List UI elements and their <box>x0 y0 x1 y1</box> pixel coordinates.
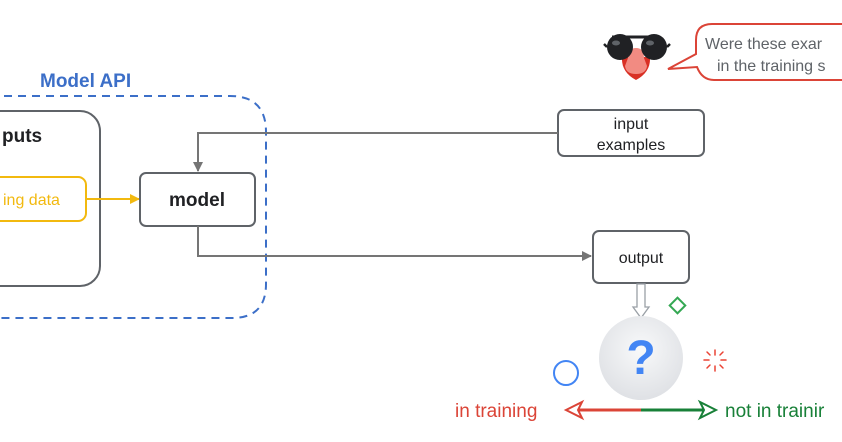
speech-bubble <box>667 23 842 81</box>
question-circle <box>599 316 683 400</box>
input-to-model-arrow <box>193 132 558 172</box>
output-label: output <box>619 250 664 267</box>
inputs-label: puts <box>2 126 42 147</box>
model-to-output-arrow <box>197 226 592 261</box>
input-examples-label-line2: examples <box>597 137 665 154</box>
burst-icon <box>703 349 727 372</box>
question-mark: ? <box>626 332 655 385</box>
in-training-label: in training <box>455 401 537 422</box>
model-label: model <box>169 190 225 211</box>
speech-bubble-line2: in the training s <box>717 58 826 75</box>
output-box <box>592 230 690 284</box>
not-in-training-label: not in trainir <box>725 401 825 422</box>
speech-bubble-line1: Were these exar <box>705 36 823 53</box>
in-training-arrowhead <box>563 399 585 421</box>
diamond-icon <box>668 296 687 315</box>
circle-icon <box>553 360 579 386</box>
output-to-question-arrow <box>631 283 651 320</box>
not-in-training-arrowhead <box>697 399 719 421</box>
input-examples-label-line1: input <box>614 116 649 133</box>
model-api-label: Model API <box>40 71 131 92</box>
training-data-label: ing data <box>3 192 60 209</box>
disguise-glasses-icon <box>603 34 671 80</box>
